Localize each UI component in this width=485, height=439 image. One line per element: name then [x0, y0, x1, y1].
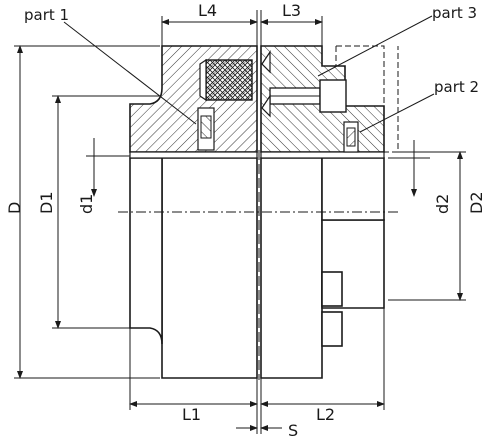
dimension-L2-label: L2: [316, 405, 335, 424]
part1-label: part 1: [24, 6, 69, 24]
part1-hub-section: [129, 45, 258, 159]
dimension-d2: [388, 140, 430, 197]
dimension-D1: [52, 95, 160, 329]
part1-hub-body: [129, 157, 258, 379]
dimension-D2-label: D2: [467, 192, 485, 215]
dimension-L3-label: L3: [282, 1, 301, 20]
dimension-D: [14, 45, 160, 379]
dimension-D2: [388, 151, 466, 301]
part2-hub-body: [260, 157, 385, 379]
dimension-L3: [260, 10, 323, 46]
part1-callout: [63, 21, 197, 125]
dimension-d2-label: d2: [433, 194, 452, 214]
part3-label: part 3: [432, 4, 477, 22]
dimension-S-label: S: [288, 421, 298, 439]
dimension-d1: [86, 138, 130, 197]
dimension-d1-label: d1: [77, 194, 96, 214]
dimension-L4: [161, 10, 258, 46]
dimension-D-label: D: [5, 202, 24, 214]
dimension-L4-label: L4: [198, 1, 217, 20]
part3-callout: [317, 15, 433, 77]
dimension-D1-label: D1: [37, 192, 56, 215]
part3-clamp-section: [260, 45, 399, 159]
part2-callout: [359, 93, 435, 133]
part2-label: part 2: [434, 78, 479, 96]
split-gap: [256, 40, 262, 382]
dimension-L1-label: L1: [182, 405, 201, 424]
